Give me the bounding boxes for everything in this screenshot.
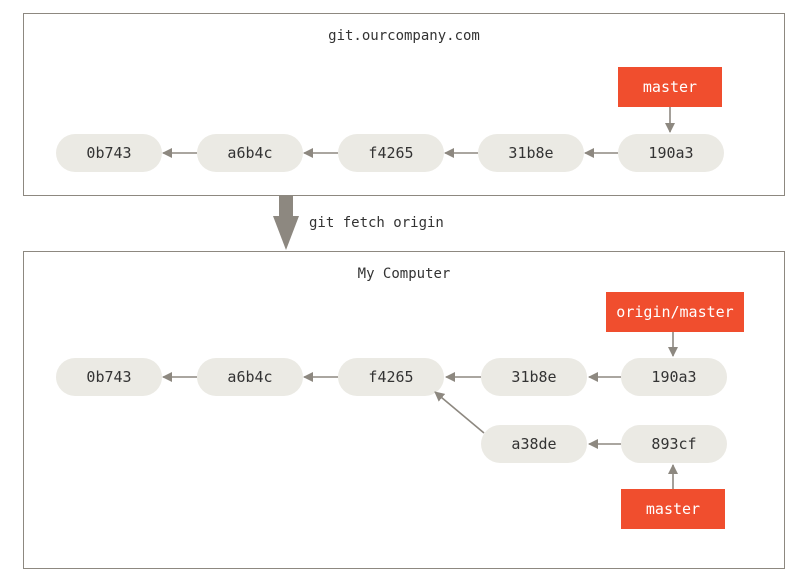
local-commit-2: f4265 bbox=[338, 358, 444, 396]
local-branch-commit-0: a38de bbox=[481, 425, 587, 463]
remote-commit-3: 31b8e bbox=[478, 134, 584, 172]
fetch-command-label: git fetch origin bbox=[309, 215, 444, 231]
local-master-branch: master bbox=[621, 489, 725, 529]
remote-title: git.ourcompany.com bbox=[328, 28, 480, 44]
remote-commit-0: 0b743 bbox=[56, 134, 162, 172]
remote-commit-4: 190a3 bbox=[618, 134, 724, 172]
local-title: My Computer bbox=[357, 266, 451, 282]
remote-master-branch: master bbox=[618, 67, 722, 107]
local-commit-1: a6b4c bbox=[197, 358, 303, 396]
local-commit-4: 190a3 bbox=[621, 358, 727, 396]
fetch-arrow bbox=[273, 196, 299, 250]
remote-commit-1: a6b4c bbox=[197, 134, 303, 172]
local-branch-commit-1: 893cf bbox=[621, 425, 727, 463]
remote-commit-2: f4265 bbox=[338, 134, 444, 172]
origin-master-branch: origin/master bbox=[606, 292, 744, 332]
local-commit-0: 0b743 bbox=[56, 358, 162, 396]
local-commit-3: 31b8e bbox=[481, 358, 587, 396]
